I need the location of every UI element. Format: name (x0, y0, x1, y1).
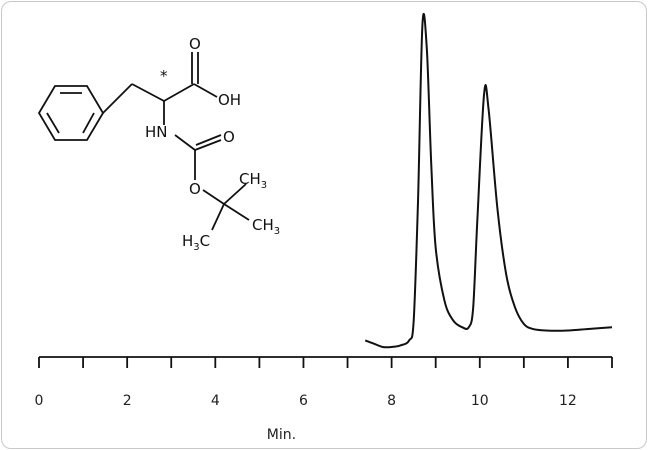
atom-oh: OH (218, 91, 241, 109)
bond (194, 139, 222, 151)
aromatic-bond (46, 112, 60, 134)
x-tick-label: 8 (387, 393, 396, 409)
benzene-ring (37, 85, 105, 141)
bond (174, 134, 196, 151)
x-axis-ticks (38, 357, 613, 368)
atom-o-top: O (189, 35, 201, 53)
bond (131, 83, 165, 102)
x-tick-label: 0 (35, 393, 44, 409)
x-tick-label: 6 (299, 393, 308, 409)
bond (223, 183, 247, 205)
atom-o-carbonyl: O (223, 128, 235, 146)
bond (211, 203, 225, 231)
bond (163, 83, 195, 102)
bond (195, 134, 222, 146)
atom-labels: O OH * HN O O CH3 CH3 H3C (145, 35, 280, 253)
chemical-structure (37, 52, 250, 231)
bond (193, 83, 218, 98)
bond (223, 203, 250, 221)
x-tick-label: 10 (471, 393, 489, 409)
chromatogram: 0 2 4 6 8 10 12 Min. (35, 13, 613, 443)
series-trace (364, 13, 613, 349)
x-tick-label: 4 (211, 393, 220, 409)
atom-hn: HN (145, 123, 168, 141)
atom-stereo-mark: * (160, 67, 168, 85)
atom-ch3-top: CH3 (239, 170, 267, 191)
x-axis-tick-labels: 0 2 4 6 8 10 12 (35, 393, 577, 409)
x-axis-label: Min. (267, 427, 296, 443)
x-tick-label: 12 (559, 393, 577, 409)
atom-h3c: H3C (182, 232, 210, 253)
atom-ch3-right: CH3 (252, 216, 280, 237)
bond (102, 83, 133, 114)
atom-o-ester: O (189, 180, 201, 198)
bond (202, 189, 225, 205)
x-tick-label: 2 (123, 393, 132, 409)
aromatic-bond (82, 112, 95, 134)
